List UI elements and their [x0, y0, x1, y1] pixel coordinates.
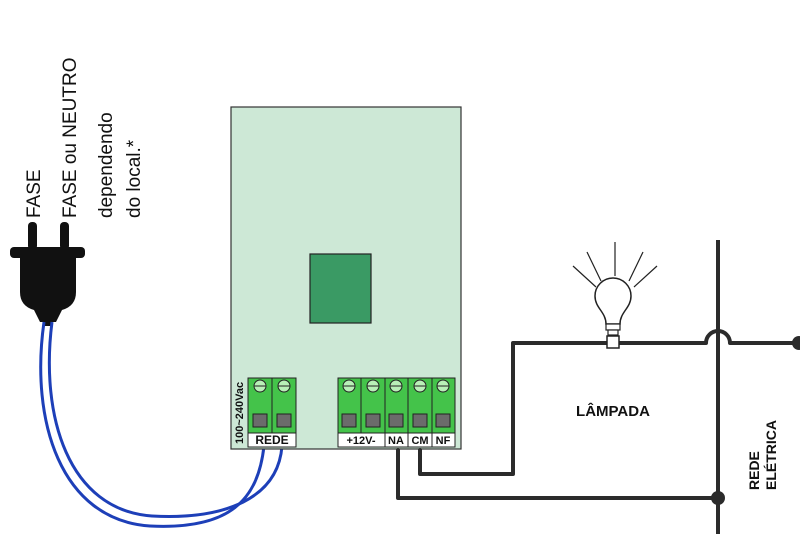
wire-cm-to-lamp — [418, 341, 611, 476]
power-terminal-block: REDE — [247, 377, 297, 448]
terminal-label-12v: +12V- — [346, 435, 375, 447]
power-cable-wire-2 — [47, 321, 284, 518]
wire-na-to-mains — [396, 448, 720, 500]
power-cable-wire-1 — [39, 321, 266, 528]
plug-note-line1: dependendo — [96, 112, 117, 218]
power-plug-icon — [10, 222, 85, 326]
terminal-label-cm: CM — [411, 435, 428, 447]
relay-component — [309, 253, 372, 324]
plug-note-line2: do local.* — [124, 139, 145, 218]
mains-label-line2: ELÉTRICA — [763, 420, 779, 490]
junction-dot-mains — [711, 491, 725, 505]
power-terminal-label: REDE — [255, 433, 288, 447]
junction-dot-right — [792, 336, 800, 350]
plug-pin1-label: FASE — [24, 169, 45, 218]
lamp-icon — [572, 242, 658, 349]
mains-label-line1: REDE — [746, 451, 762, 490]
voltage-label: 100~240Vac — [234, 382, 246, 444]
output-terminal-block: +12V- NA CM NF — [337, 377, 456, 448]
plug-pin2-label: FASE ou NEUTRO — [60, 58, 81, 219]
lamp-label: LÂMPADA — [576, 402, 650, 420]
wire-lamp-to-mains — [615, 329, 800, 345]
terminal-label-na: NA — [388, 435, 404, 447]
terminal-label-nf: NF — [436, 435, 451, 447]
